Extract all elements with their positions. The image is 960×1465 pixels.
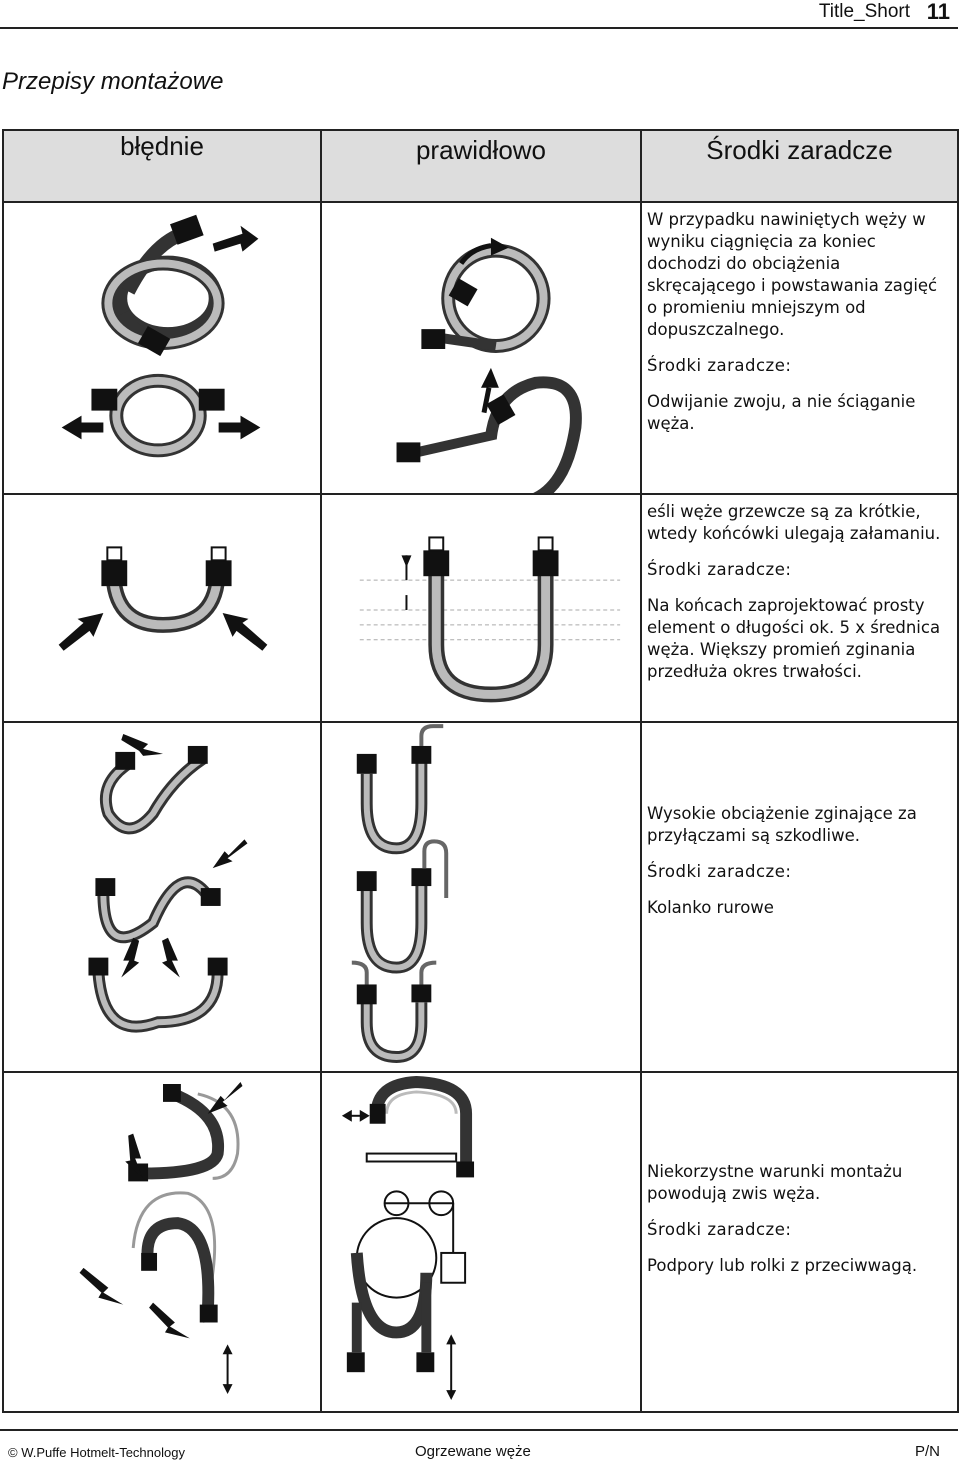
wrong-illustration [2, 493, 322, 723]
page-number: 11 [926, 0, 950, 24]
support-roller-figure [341, 1076, 475, 1401]
wrong-illustration [2, 1071, 322, 1413]
wrong-illustration [2, 201, 322, 495]
problem-text: Niekorzystne warunki montażu powodują zw… [647, 1162, 903, 1203]
remedy-label: Środki zaradcze: [647, 1220, 792, 1239]
installation-table: błędnie prawidłowo Środki zaradcze [2, 129, 959, 1413]
right-illustration [320, 721, 642, 1073]
remedy-label: Środki zaradcze: [647, 862, 792, 881]
coil-unwound-figure [396, 237, 582, 493]
problem-text: W przypadku nawiniętych węży w wyniku ci… [647, 210, 938, 339]
remedy-label: Środki zaradcze: [647, 560, 792, 579]
bending-stress-wrong-figure [88, 734, 248, 1033]
page-header: Title_Short 11 [0, 0, 958, 29]
table-row: eśli węże grzewcze są za krótkie, wtedy … [2, 493, 959, 723]
page-title: Przepisy montażowe [2, 68, 224, 95]
wrong-illustration [2, 721, 322, 1073]
remedy-text: Na końcach zaprojektować prosty element … [647, 596, 941, 681]
kinked-ends-figure [58, 546, 268, 651]
problem-text: Wysokie obciążenie zginające za przyłącz… [647, 804, 917, 845]
right-illustration [320, 1071, 642, 1413]
footer-part-number: P/N [914, 1443, 940, 1460]
table-row: Niekorzystne warunki montażu powodują zw… [2, 1071, 959, 1413]
col-wrong-header: błędnie [2, 129, 322, 203]
remedy-text: Kolanko rurowe [647, 898, 774, 917]
remedy-cell: W przypadku nawiniętych węży w wyniku ci… [640, 201, 959, 495]
problem-text: eśli węże grzewcze są za krótkie, wtedy … [647, 502, 941, 543]
footer-copyright: © W.Puffe Hotmelt-Technology [8, 1445, 185, 1460]
remedy-text: Podpory lub rolki z przeciwwagą. [647, 1256, 918, 1275]
straight-end-u-bend-figure [359, 536, 621, 703]
right-illustration [320, 493, 642, 723]
remedy-text: Odwijanie zwoju, a nie ściąganie węża. [647, 392, 916, 433]
col-right-header: prawidłowo [320, 129, 642, 203]
table-header-row: błędnie prawidłowo Środki zaradcze [2, 129, 959, 203]
pipe-elbow-figure [351, 724, 449, 1063]
page-footer: © W.Puffe Hotmelt-Technology Ogrzewane w… [0, 1429, 958, 1465]
header-title: Title_Short [818, 1, 910, 22]
table-row: W przypadku nawiniętych węży w wyniku ci… [2, 201, 959, 495]
coiled-hose-pulled-figure [61, 214, 261, 458]
sagging-hose-figure [79, 1082, 243, 1395]
right-illustration [320, 201, 642, 495]
col-remedy-header: Środki zaradcze [640, 129, 959, 203]
remedy-cell: Niekorzystne warunki montażu powodują zw… [640, 1071, 959, 1413]
remedy-label: Środki zaradcze: [647, 356, 792, 375]
table-row: Wysokie obciążenie zginające za przyłącz… [2, 721, 959, 1073]
footer-topic: Ogrzewane węże [415, 1443, 531, 1460]
remedy-cell: Wysokie obciążenie zginające za przyłącz… [640, 721, 959, 1073]
remedy-cell: eśli węże grzewcze są za krótkie, wtedy … [640, 493, 959, 723]
